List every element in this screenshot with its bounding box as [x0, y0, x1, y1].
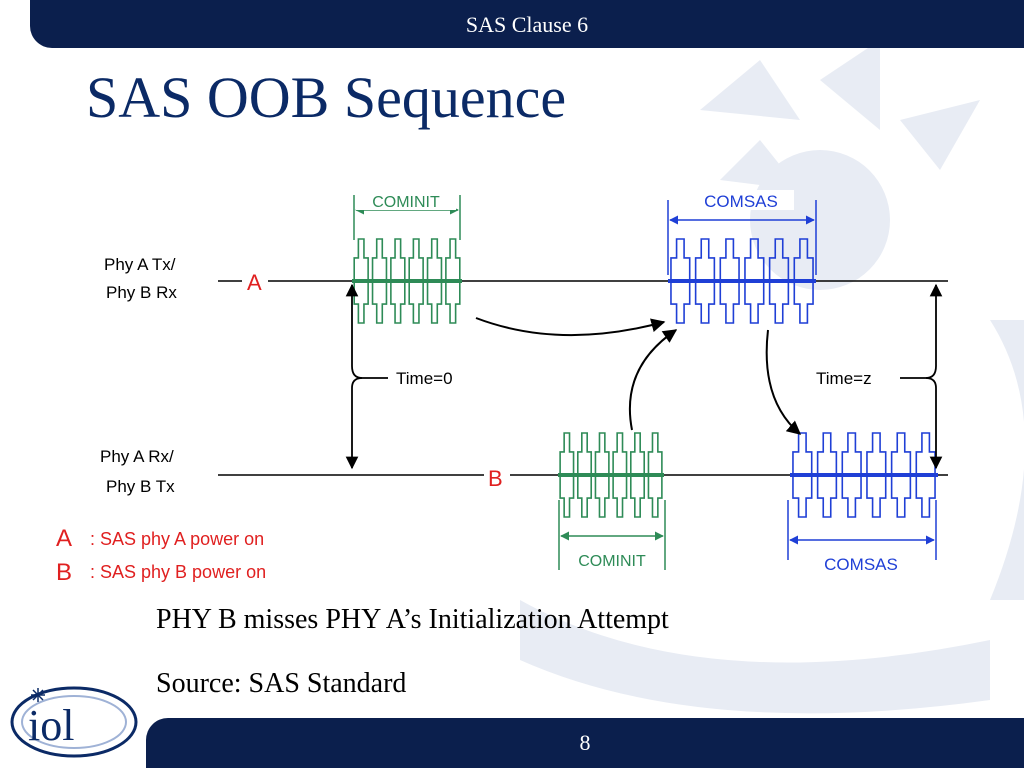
marker-a: A [247, 270, 262, 295]
cominit-b-pulse [629, 432, 646, 518]
line-b-label-1: Phy A Rx/ [100, 447, 174, 466]
logo-text: iol [28, 701, 74, 750]
comsas-burst-a [668, 238, 816, 324]
comsas-a-pulse [670, 238, 691, 324]
comsas-top-bracket [667, 200, 817, 275]
line-a-label-1: Phy A Tx/ [104, 255, 176, 274]
cominit-bottom-label: COMINIT [578, 553, 646, 570]
iol-logo: iol [10, 686, 138, 758]
comsas-bottom-label: COMSAS [824, 555, 898, 574]
cominit-a-pulse [426, 238, 443, 324]
cominit-b-pulse [576, 432, 593, 518]
comsas-a-pulse [768, 238, 790, 324]
comsas-b-pulse [816, 432, 838, 518]
time-z-brace [900, 283, 943, 470]
page-number: 8 [579, 730, 591, 755]
legend-b-letter: B [56, 559, 72, 586]
slide-title: SAS OOB Sequence [86, 65, 567, 130]
marker-b: B [488, 466, 503, 491]
cominit-a-pulse [445, 238, 461, 324]
cominit-a-pulse [390, 238, 406, 324]
comsas-top-label: COMSAS [704, 192, 778, 211]
cominit-a-pulse [408, 238, 424, 324]
comsas-bottom-bracket [787, 500, 937, 560]
cominit-b-pulse [612, 432, 628, 518]
cominit-burst-b [558, 432, 664, 518]
cominit-top-label: COMINIT [372, 194, 440, 211]
comsas-burst-b [790, 432, 938, 518]
arrow-comsas-to-b [765, 329, 802, 435]
comsas-b-pulse [915, 432, 936, 518]
cominit-b-pulse [594, 432, 610, 518]
time-zero-label: Time=0 [396, 369, 453, 388]
legend-a-letter: A [56, 525, 72, 552]
comsas-a-pulse [793, 238, 814, 324]
comsas-b-pulse [866, 432, 887, 518]
comsas-b-pulse [792, 432, 813, 518]
cominit-a-pulse [371, 238, 388, 324]
footer-bar: 8 [146, 718, 1024, 768]
cominit-b-pulse [647, 432, 663, 518]
cominit-b-pulse [559, 432, 575, 518]
comsas-a-pulse [744, 238, 765, 324]
logo-star-icon [31, 688, 45, 702]
time-z-label: Time=z [816, 369, 872, 388]
caption-main: PHY B misses PHY A’s Initialization Atte… [156, 604, 669, 635]
line-b-label-2: Phy B Tx [106, 477, 175, 496]
cominit-a-pulse [353, 238, 369, 324]
comsas-b-pulse [890, 432, 912, 518]
comsas-b-pulse [841, 432, 862, 518]
header-bar: SAS Clause 6 [30, 0, 1024, 48]
arrow-cominit-to-comsas [475, 317, 666, 336]
caption-source: Source: SAS Standard [156, 668, 407, 699]
legend-a-text: : SAS phy A power on [90, 529, 264, 549]
line-a-label-2: Phy B Rx [106, 283, 177, 302]
header-title: SAS Clause 6 [465, 12, 589, 37]
comsas-a-pulse [694, 238, 716, 324]
legend-b-text: : SAS phy B power on [90, 562, 266, 582]
comsas-a-pulse [719, 238, 740, 324]
time-zero-brace [345, 283, 388, 470]
arrow-b-cominit-to-comsas [628, 329, 678, 431]
cominit-bottom-bracket [558, 500, 666, 570]
cominit-burst-a [352, 238, 462, 324]
